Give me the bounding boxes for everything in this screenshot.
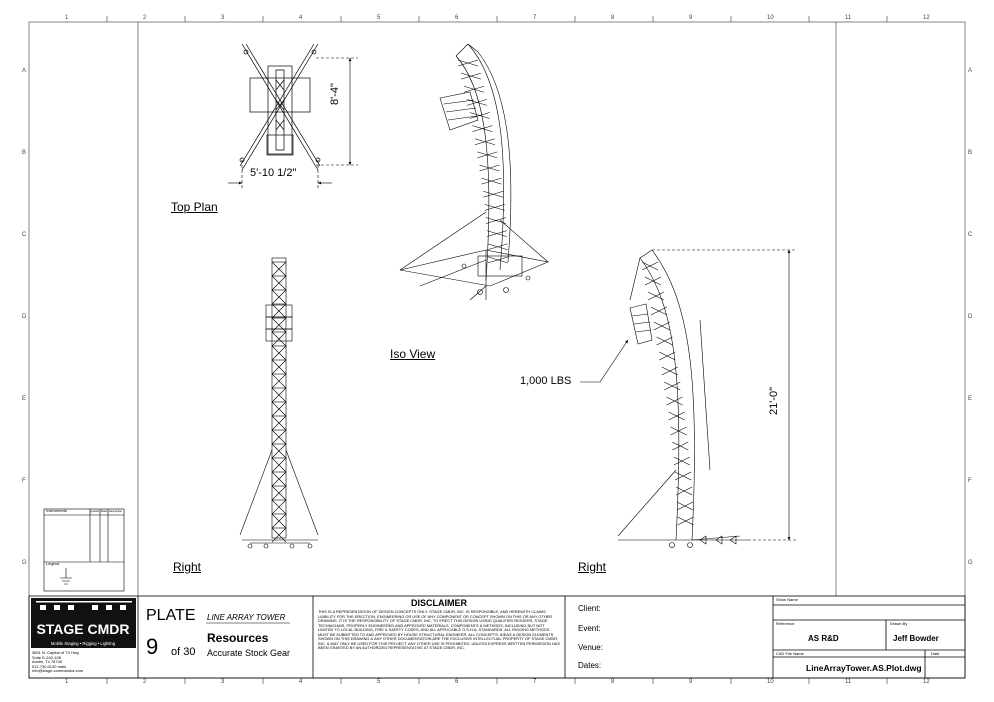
- grid-row-label: F: [22, 478, 26, 484]
- grid-row-label: C: [22, 232, 27, 238]
- resource-subtitle: Accurate Stock Gear: [207, 648, 291, 658]
- grid-column-label: 6: [455, 679, 459, 685]
- grid-column-label: 2: [143, 679, 147, 685]
- plate-title: LINE ARRAY TOWER: [207, 613, 286, 622]
- show-name-label: Show Name: [776, 597, 798, 602]
- plate-word: PLATE: [146, 607, 196, 624]
- grid-column-label: 11: [845, 15, 852, 21]
- resource-title: Resources: [207, 631, 269, 645]
- grid-column-label: 10: [767, 15, 774, 21]
- instruments-col-quantity: Quantity: [90, 510, 100, 513]
- top-plan-width-dimension: 5'-10 1/2": [250, 167, 297, 179]
- grid-column-label: 10: [767, 679, 774, 685]
- load-callout: 1,000 LBS: [520, 375, 572, 387]
- client-field[interactable]: Client:: [578, 604, 601, 613]
- date-label: Date: [931, 651, 940, 656]
- instruments-col-make: Make: [101, 510, 108, 513]
- logo-address: 3801 N. Capital of TX Hwy Suite E-240-10…: [32, 650, 84, 674]
- top-plan-dimensions: [228, 57, 358, 190]
- venue-field[interactable]: Venue:: [578, 643, 603, 652]
- logo-text: STAGE CMDR: [36, 621, 129, 637]
- top-plan-label: Top Plan: [171, 200, 218, 214]
- grid-row-label: B: [22, 150, 27, 156]
- instruments-col-description: Description: [109, 510, 122, 513]
- grid-row-label: G: [968, 560, 973, 566]
- right-side-dimensions: [580, 249, 796, 541]
- reference-label: Reference: [776, 621, 795, 626]
- grid-row-label: A: [968, 68, 973, 74]
- legend-title: Legend: [46, 561, 60, 566]
- drawn-by-label: Drawn By: [890, 621, 908, 626]
- top-plan-height-dimension: 8'-4": [329, 83, 341, 105]
- title-block-lines: [28, 595, 966, 679]
- grid-column-label: 6: [455, 15, 459, 21]
- grid-column-label: 7: [533, 679, 537, 685]
- cad-file-value: LineArrayTower.AS.Plot.dwg: [806, 663, 922, 673]
- grid-column-label: 9: [689, 679, 693, 685]
- grid-column-label: 4: [299, 15, 303, 21]
- grid-column-label: 1: [65, 679, 69, 685]
- grid-column-label: 3: [221, 15, 225, 21]
- disclaimer-text: THIS IS A REPRESENTATION OF DESIGN CONCE…: [318, 609, 560, 651]
- grid-column-label: 8: [611, 15, 615, 21]
- grid-row-label: A: [22, 68, 27, 74]
- instruments-title: Instruments: [46, 508, 67, 513]
- grid-row-label: B: [968, 150, 973, 156]
- plate-total: of 30: [171, 646, 196, 658]
- grid-row-label: E: [22, 396, 27, 402]
- grid-column-label: 5: [377, 679, 381, 685]
- plate-number: 9: [146, 634, 159, 659]
- grid-row-label: D: [968, 314, 973, 320]
- grid-column-label: 7: [533, 15, 537, 21]
- grid-column-label: 8: [611, 679, 615, 685]
- grid-column-label: 4: [299, 679, 303, 685]
- right-front-label: Right: [173, 560, 202, 574]
- grid-row-label: C: [968, 232, 973, 238]
- grid-column-label: 12: [923, 679, 930, 685]
- iso-view: [399, 43, 550, 301]
- right-side-view: [617, 249, 748, 548]
- top-plan-view: [239, 43, 321, 171]
- sheet-border: [28, 16, 966, 684]
- grid-column-label: 9: [689, 15, 693, 21]
- tower-height-dimension: 21'-0": [768, 386, 780, 415]
- grid-row-label: G: [22, 560, 27, 566]
- instruments-box: [43, 508, 125, 592]
- right-side-label: Right: [578, 560, 607, 574]
- logo-tagline: Mobile Staging • Rigging • Lighting: [51, 641, 116, 646]
- grid-column-label: 3: [221, 679, 225, 685]
- grid-row-label: F: [968, 478, 972, 484]
- dates-field[interactable]: Dates:: [578, 661, 602, 670]
- right-front-view: [239, 257, 319, 549]
- grid-row-label: E: [968, 396, 973, 402]
- grid-row-label: D: [22, 314, 27, 320]
- grid-column-label: 2: [143, 15, 147, 21]
- grid-column-label: 5: [377, 15, 381, 21]
- grid-column-label: 1: [65, 15, 69, 21]
- cad-file-label: CAD File Name: [776, 651, 804, 656]
- reference-value: AS R&D: [808, 634, 839, 643]
- event-field[interactable]: Event:: [578, 624, 601, 633]
- disclaimer-heading: DISCLAIMER: [411, 598, 467, 608]
- iso-view-label: Iso View: [390, 347, 436, 361]
- drawn-by-value: Jeff Bowder: [893, 634, 939, 643]
- grid-column-label: 11: [845, 679, 852, 685]
- grid-column-label: 12: [923, 15, 930, 21]
- stage-cmdr-logo: STAGE CMDR Mobile Staging • Rigging • Li…: [31, 598, 136, 648]
